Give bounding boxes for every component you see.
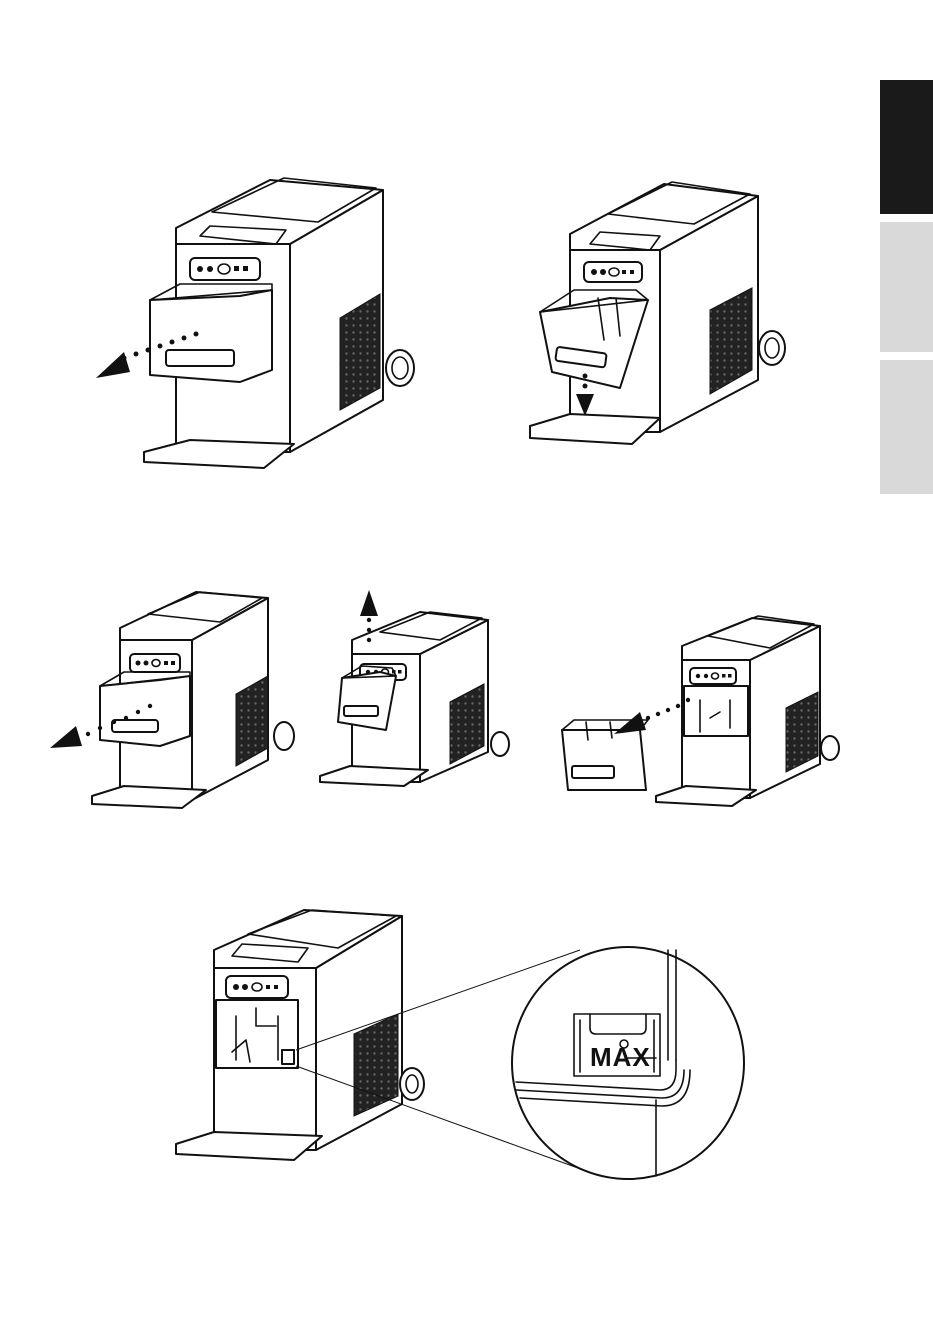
figure-tilt-basket [530, 182, 785, 444]
figure-max-level-detail: MAX [176, 910, 744, 1179]
figure-step5-insert [562, 616, 839, 806]
figure-step4-lift [320, 590, 509, 786]
figure-step3-remove [50, 592, 294, 808]
max-fill-line-label: MAX [590, 1042, 651, 1072]
figure-remove-basket [96, 178, 414, 468]
